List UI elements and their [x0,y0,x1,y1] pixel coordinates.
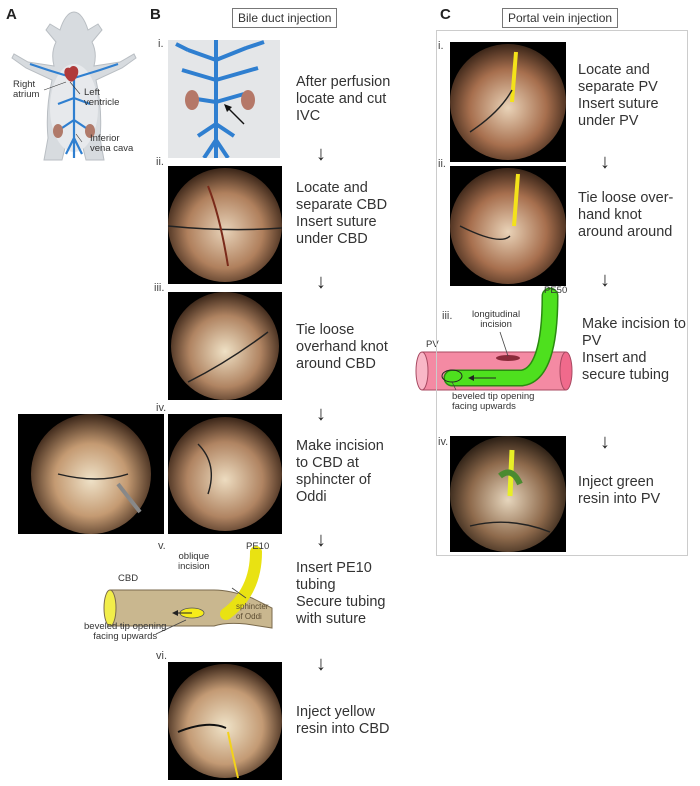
c-label-pv: PV [426,339,439,350]
b-label-oblique: oblique incision [178,551,210,572]
c-step-iii-num: iii. [442,310,453,322]
c-label-longitudinal: longitudinal incision [472,309,521,330]
c-arrow-1: ↓ [600,151,610,173]
b-step-ii-text: Locate and separate CBD Insert suture un… [296,180,388,247]
c-photo-i [450,42,566,162]
c-step-iv-num: iv. [438,436,449,448]
b-photo-iii [168,292,282,400]
label-left-ventricle: Left ventricle [84,87,120,108]
b-arrow-4: ↓ [316,529,326,551]
b-photo-iv [168,414,282,534]
b-step-vi-text: Inject yellow resin into CBD [296,704,390,737]
panel-c-letter: C [440,6,451,23]
b-step-iv-num: iv. [156,402,167,414]
c-photo-ii [450,166,566,286]
c-arrow-2: ↓ [600,269,610,291]
b-step-i-text: After perfusion locate and cut IVC [296,74,391,124]
b-photo-vi [168,662,282,780]
c-step-i-text: Locate and separate PV Insert suture und… [578,62,659,129]
c-pv-tubing-diagram [415,287,573,391]
panel-b-title: Bile duct injection [232,8,338,28]
c-step-ii-text: Tie loose over- hand knot around around [578,190,674,240]
panel-a-letter: A [6,6,17,23]
b-step-iii-num: iii. [154,282,165,294]
b-arrow-1: ↓ [316,143,326,165]
c-label-bevel: beveled tip opening facing upwards [452,391,535,412]
panel-b-letter: B [150,6,161,23]
c-step-i-num: i. [438,40,444,52]
b-label-bevel: beveled tip opening facing upwards [84,621,167,642]
b-arrow-2: ↓ [316,271,326,293]
b-ivc-illustration [168,40,280,158]
b-step-v-text: Insert PE10 tubing Secure tubing with su… [296,560,386,627]
b-photo-iv-zoom [18,414,164,534]
b-step-iv-text: Make incision to CBD at sphincter of Odd… [296,438,384,505]
b-label-sphincter: sphincter of Oddi [236,602,269,621]
b-step-vi-num: vi. [156,650,167,662]
b-step-ii-num: ii. [156,156,164,168]
b-label-pe10: PE10 [246,541,270,552]
mouse-illustration [11,11,137,161]
b-arrow-5: ↓ [316,653,326,675]
b-step-v-num: v. [158,540,166,552]
c-arrow-3: ↓ [600,431,610,453]
c-photo-iv [450,436,566,552]
b-step-i-num: i. [158,38,164,50]
b-label-cbd: CBD [118,573,139,584]
label-right-atrium: Right atrium [13,79,40,100]
label-ivc: Inferior vena cava [90,133,134,154]
c-step-ii-num: ii. [438,158,446,170]
c-step-iii-text: Make incision to PV Insert and secure tu… [582,316,686,383]
c-label-pe50: PE50 [544,285,568,296]
b-cbd-tubing-diagram [103,546,273,635]
b-step-iii-text: Tie loose overhand knot around CBD [296,322,388,372]
c-step-iv-text: Inject green resin into PV [578,474,661,507]
b-photo-ii [168,166,282,284]
b-arrow-3: ↓ [316,403,326,425]
panel-c-title: Portal vein injection [502,8,619,28]
